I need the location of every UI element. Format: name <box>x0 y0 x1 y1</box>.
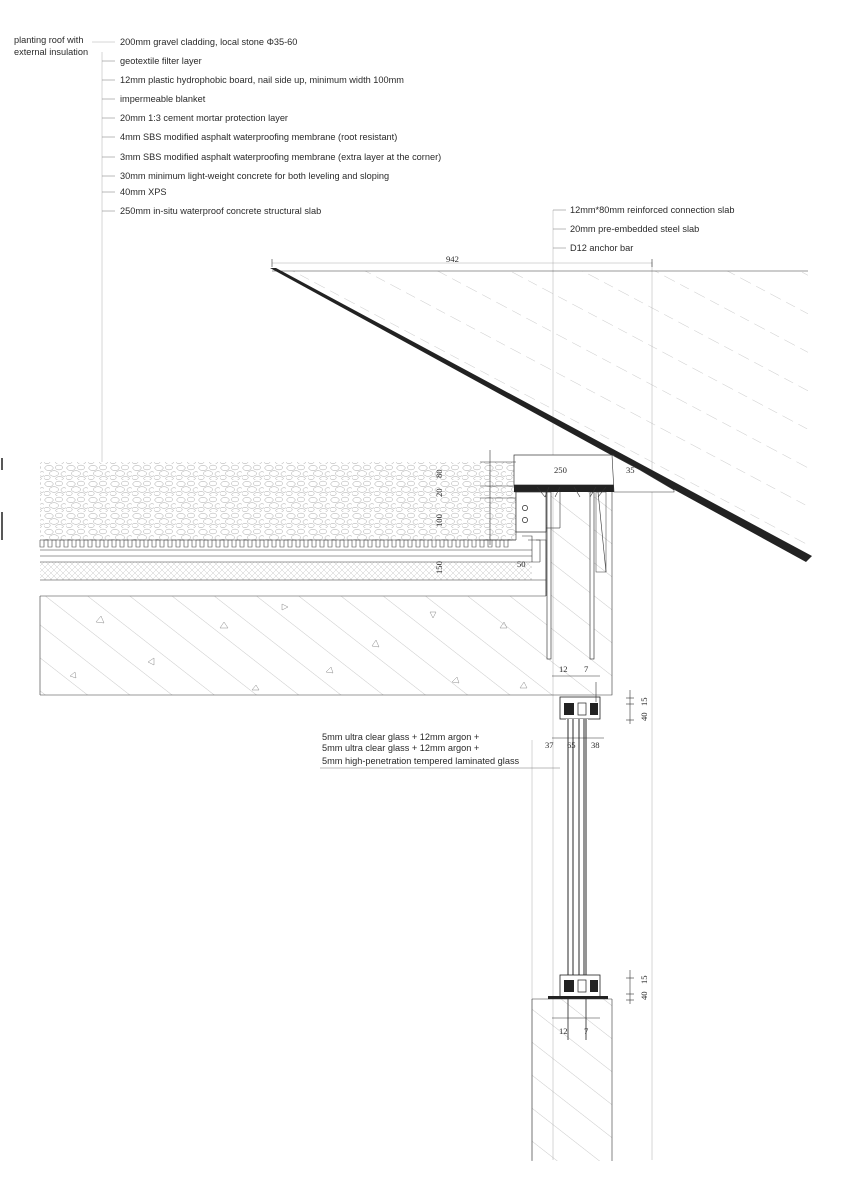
connection-note: D12 anchor bar <box>570 243 633 253</box>
dim-top-12: 12 <box>559 664 568 674</box>
dim-bottom-7: 7 <box>584 1026 589 1036</box>
roof-type-label-line2: external insulation <box>14 47 88 57</box>
glass-spec-line2: 5mm ultra clear glass + 12mm argon + <box>322 743 479 753</box>
dim-15-bottom: 15 <box>639 975 649 984</box>
dim-150: 150 <box>434 561 444 574</box>
dim-frame-38: 38 <box>591 740 600 750</box>
layer-label: geotextile filter layer <box>120 56 202 66</box>
layer-label: 250mm in-situ waterproof concrete struct… <box>120 206 321 216</box>
connection-note: 12mm*80mm reinforced connection slab <box>570 205 734 215</box>
dim-plate-edge: 35 <box>626 465 635 475</box>
dimension-lines <box>480 450 634 1019</box>
dim-top-7: 7 <box>584 664 589 674</box>
glass-spec-line3: 5mm high-penetration tempered laminated … <box>322 756 520 766</box>
layer-label: 200mm gravel cladding, local stone Φ35-6… <box>120 37 297 47</box>
drainage-board <box>39 539 512 548</box>
glass-spec-line1: 5mm ultra clear glass + 12mm argon + <box>322 732 479 742</box>
layer-label: 40mm XPS <box>120 187 166 197</box>
window-assembly <box>548 682 608 999</box>
dim-overhang: 942 <box>446 254 459 264</box>
layer-label: 3mm SBS modified asphalt waterproofing m… <box>120 152 441 162</box>
layer-label: 12mm plastic hydrophobic board, nail sid… <box>120 75 404 85</box>
dim-frame-65: 65 <box>567 740 576 750</box>
dim-plate-width: 250 <box>554 465 567 475</box>
dim-15-top: 15 <box>639 697 649 706</box>
lower-wall <box>531 998 613 1161</box>
dim-40-bottom: 40 <box>639 991 649 1000</box>
dim-100: 100 <box>434 514 444 527</box>
dim-80: 80 <box>434 469 444 478</box>
roof-type-label-line1: planting roof with <box>14 35 83 45</box>
dim-40-top: 40 <box>639 712 649 721</box>
dim-50: 50 <box>517 559 526 569</box>
dim-frame-37: 37 <box>545 740 554 750</box>
roof-buildup <box>1 458 547 597</box>
layer-label: impermeable blanket <box>120 94 206 104</box>
layer-label: 4mm SBS modified asphalt waterproofing m… <box>120 132 397 142</box>
connection-note: 20mm pre-embedded steel slab <box>570 224 699 234</box>
steel-connection <box>513 454 675 660</box>
structural-slab <box>39 487 613 696</box>
dim-bottom-12: 12 <box>559 1026 568 1036</box>
dim-20: 20 <box>434 488 444 497</box>
layer-label: 30mm minimum light-weight concrete for b… <box>120 171 389 181</box>
layer-label: 20mm 1:3 cement mortar protection layer <box>120 113 288 123</box>
